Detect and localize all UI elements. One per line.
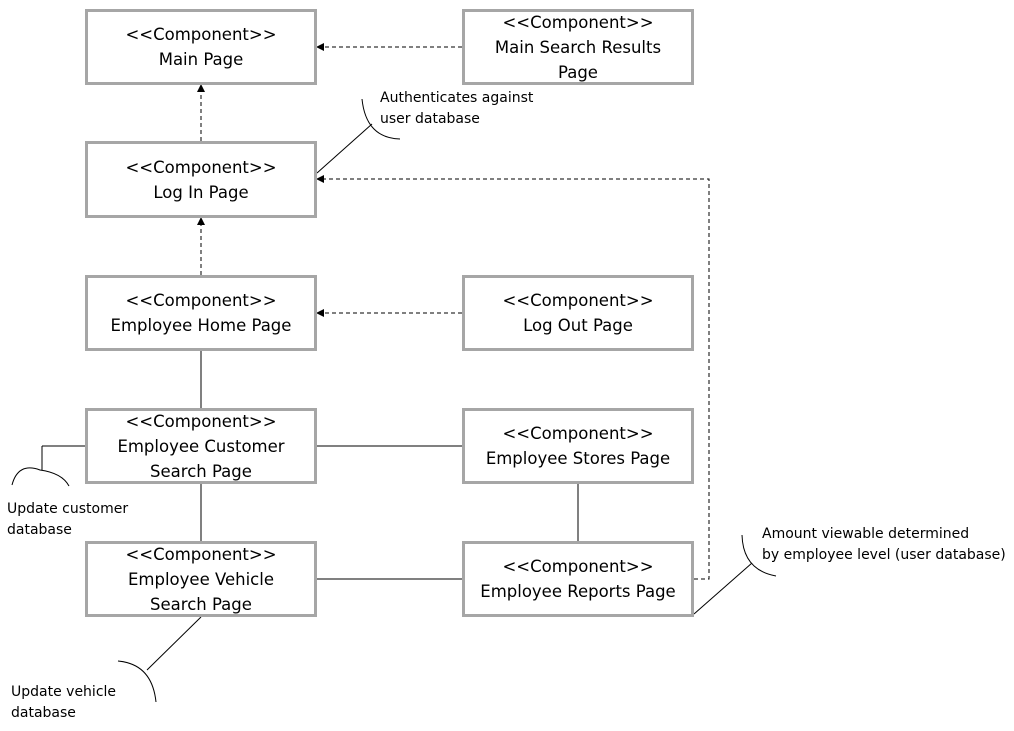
note-line: database <box>7 522 72 538</box>
stereotype-label: <<Component>> <box>502 291 654 310</box>
component-name: Main Page <box>158 50 244 69</box>
component-name: Employee Home Page <box>110 316 292 335</box>
note-curve-update-vehicle <box>117 660 157 703</box>
stereotype-label: <<Component>> <box>502 424 654 443</box>
note-line: database <box>11 705 76 721</box>
stereotype-label: <<Component>> <box>502 12 654 32</box>
component-name: Log Out Page <box>523 316 633 335</box>
component-name: Employee Vehicle <box>128 569 274 589</box>
component-employee-stores-page[interactable]: <<Component>> Employee Stores Page <box>462 408 694 484</box>
stereotype-label: <<Component>> <box>125 157 277 177</box>
component-main-page[interactable]: <<Component>> Main Page <box>85 9 317 85</box>
note-update-customer: Update customer database <box>7 499 128 541</box>
note-line: user database <box>380 111 480 127</box>
component-main-search-results-page[interactable]: <<Component>> Main Search Results Page <box>462 9 694 85</box>
stereotype-label: <<Component>> <box>502 557 654 576</box>
component-employee-customer-search-page[interactable]: <<Component>> Employee Customer Search P… <box>85 408 317 484</box>
note-line: Update customer <box>7 501 129 517</box>
stereotype-label: <<Component>> <box>125 411 277 431</box>
stereotype-label: <<Component>> <box>125 544 277 564</box>
note-curve-authenticates <box>361 98 401 140</box>
component-name-line-2: Search Page <box>150 594 252 614</box>
component-name-line-2: Page <box>558 62 598 82</box>
note-authenticates: Authenticates against user database <box>380 88 533 130</box>
component-name: Employee Stores Page <box>485 449 671 468</box>
note-line: by employee level (user database) <box>762 547 1006 563</box>
stereotype-label: <<Component>> <box>125 25 277 44</box>
stereotype-label: <<Component>> <box>125 291 277 310</box>
component-employee-vehicle-search-page[interactable]: <<Component>> Employee Vehicle Search Pa… <box>85 541 317 617</box>
note-line: Amount viewable determined <box>762 526 970 542</box>
note-line: Authenticates against <box>380 90 534 106</box>
component-name: Employee Customer <box>117 436 285 456</box>
component-name-line-2: Search Page <box>150 461 252 481</box>
note-curve-update-customer <box>11 467 70 487</box>
note-line-amount-viewable <box>693 562 753 615</box>
note-amount-viewable: Amount viewable determined by employee l… <box>762 524 1006 566</box>
component-employee-reports-page[interactable]: <<Component>> Employee Reports Page <box>462 541 694 617</box>
note-line: Update vehicle <box>11 684 117 700</box>
component-name: Main Search Results <box>494 37 662 57</box>
component-name: Employee Reports Page <box>480 582 676 601</box>
component-log-in-page[interactable]: <<Component>> Log In Page <box>85 141 317 218</box>
note-curve-amount-viewable <box>741 534 777 577</box>
component-name: Log In Page <box>153 182 249 202</box>
note-line-authenticates <box>316 123 373 174</box>
note-update-vehicle: Update vehicle database <box>11 682 116 724</box>
note-line-update-vehicle <box>146 616 202 671</box>
dependency-reports-to-login <box>316 175 710 580</box>
component-log-out-page[interactable]: <<Component>> Log Out Page <box>462 275 694 351</box>
component-employee-home-page[interactable]: <<Component>> Employee Home Page <box>85 275 317 351</box>
